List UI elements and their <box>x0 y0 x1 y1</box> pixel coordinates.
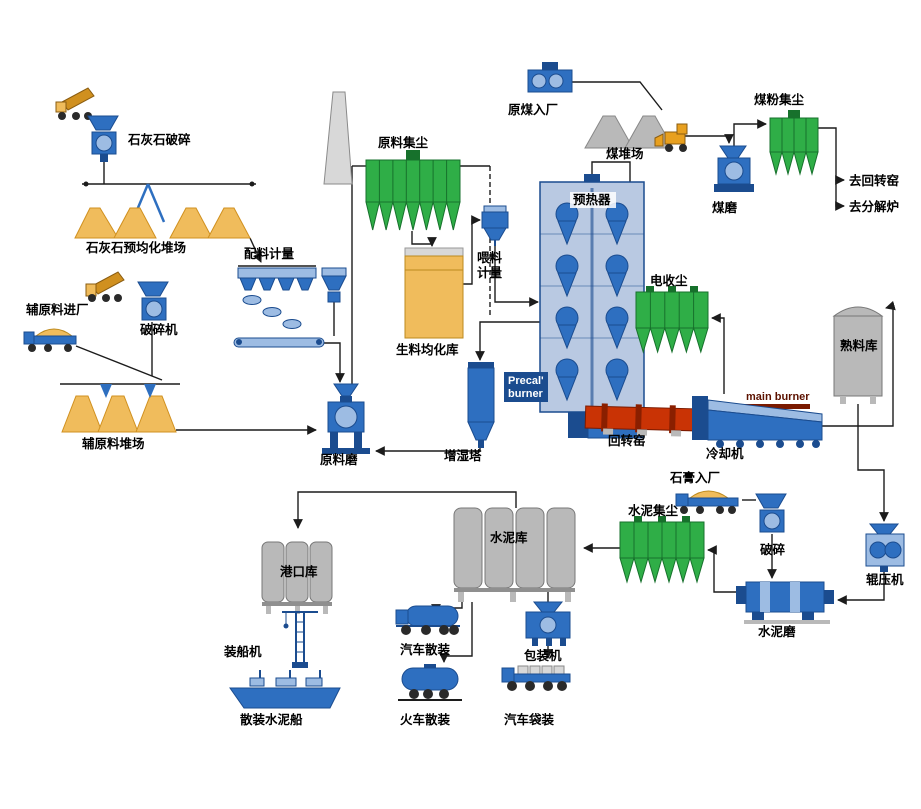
coal-mill-label: 煤磨 <box>712 200 738 215</box>
aux-crusher <box>137 281 169 321</box>
feed-metering-label-line1: 喂料 <box>477 250 503 265</box>
roller-press-unit <box>865 523 905 572</box>
bulk-tank-truck <box>395 605 460 635</box>
train-bulk-loading-label: 火车散装 <box>400 712 451 727</box>
ship-loader-label: 装船机 <box>223 644 262 659</box>
aux-material-truck <box>85 271 125 302</box>
cement-mill-unit <box>736 581 834 624</box>
raw-meal-silo-label: 生料均化库 <box>396 342 459 357</box>
aux-material-yard-label: 辅原料堆场 <box>82 436 145 451</box>
raw-material-dust-collector-label: 原料集尘 <box>378 135 429 150</box>
chimney <box>323 91 353 185</box>
ship-loader-tower <box>282 611 318 668</box>
batching-metering-label: 配料计量 <box>244 246 295 261</box>
humidifying-tower-label: 增湿塔 <box>444 448 482 463</box>
esp-collector <box>635 286 709 354</box>
coal-storage-yard-label: 煤堆场 <box>606 146 644 161</box>
packing-machine-unit <box>525 601 571 646</box>
coal-mill <box>714 145 754 192</box>
clinker-silo-body <box>832 306 884 404</box>
cement-dust-collector-label: 水泥集尘 <box>628 503 679 518</box>
cement-dust-collector-body <box>619 516 705 584</box>
raw-meal-silo-body <box>404 247 464 339</box>
limestone-crushing-label: 石灰石破碎 <box>127 132 191 147</box>
preheater-tower <box>539 174 645 439</box>
flow-lines <box>60 81 896 663</box>
preheater-label: 预热器 <box>573 192 611 207</box>
limestone-preblending-yard-label: 石灰石预均化堆场 <box>85 240 186 255</box>
truck-bag-loading-label: 汽车袋装 <box>504 712 555 727</box>
coal-entry-machine <box>527 62 573 93</box>
clinker-silo-label: 熟料库 <box>840 338 878 353</box>
batching-station <box>233 267 347 348</box>
cement-silo-group <box>453 507 576 602</box>
esp-label: 电收尘 <box>650 273 688 288</box>
raw-material-dust-collector <box>365 150 461 231</box>
roller-press-label: 辊压机 <box>866 572 904 587</box>
aux-material-entry-label: 辅原料进厂 <box>26 302 89 317</box>
rail-tank-car <box>398 664 462 701</box>
bulk-cement-ship-body <box>229 670 341 709</box>
precal-burner-label-line1: Precal' <box>508 375 544 387</box>
to-calciner-label: 去分解炉 <box>849 199 899 214</box>
humidifying-tower-body <box>467 362 495 448</box>
cooler-label: 冷却机 <box>706 446 744 461</box>
crusher-machine-label: 破碎机 <box>140 322 178 337</box>
cement-mill-label: 水泥磨 <box>758 624 796 639</box>
port-silo-group <box>261 541 333 614</box>
to-rotary-kiln-label: 去回转窑 <box>849 173 899 188</box>
limestone-preblending-piles <box>74 207 251 239</box>
feed-metering-unit <box>481 205 509 246</box>
raw-coal-entry-label: 原煤入厂 <box>508 102 558 117</box>
aux-yard-piles <box>61 384 177 433</box>
bulk-cement-ship-label: 散装水泥船 <box>240 712 303 727</box>
raw-mill-label: 原料磨 <box>320 452 358 467</box>
coal-dust-collector <box>769 110 819 176</box>
truck-bulk-loading-label: 汽车散装 <box>400 642 451 657</box>
coal-dust-collector-label: 煤粉集尘 <box>754 92 805 107</box>
raw-mill-unit <box>322 383 370 454</box>
main-burner-label: main burner <box>746 391 810 403</box>
labels-layer: 石灰石破碎 石灰石预均化堆场 配料计量 原料集尘 原煤入厂 煤堆场 煤粉集尘 煤… <box>26 92 904 727</box>
cooler-unit <box>692 396 823 448</box>
cyclones <box>555 202 629 402</box>
gypsum-entry-label: 石膏入厂 <box>669 470 720 485</box>
gypsum-crusher <box>755 493 787 533</box>
limestone-crusher <box>87 115 119 162</box>
port-silo-label: 港口库 <box>280 564 318 579</box>
aux-flatbed-truck <box>23 328 77 352</box>
gypsum-crushing-label: 破碎 <box>760 542 786 557</box>
limestone-dump-truck <box>55 87 95 120</box>
feed-metering-label-line2: 计量 <box>477 265 503 280</box>
precalciner-duct <box>504 372 548 402</box>
precal-burner-label-line2: burner <box>508 388 544 400</box>
bag-truck <box>501 665 571 691</box>
wheel-loader <box>654 123 688 152</box>
cement-silo-label: 水泥库 <box>490 530 528 545</box>
gypsum-truck <box>675 490 739 514</box>
rotary-kiln-label: 回转窑 <box>608 433 646 448</box>
packing-machine-label: 包装机 <box>523 648 562 663</box>
